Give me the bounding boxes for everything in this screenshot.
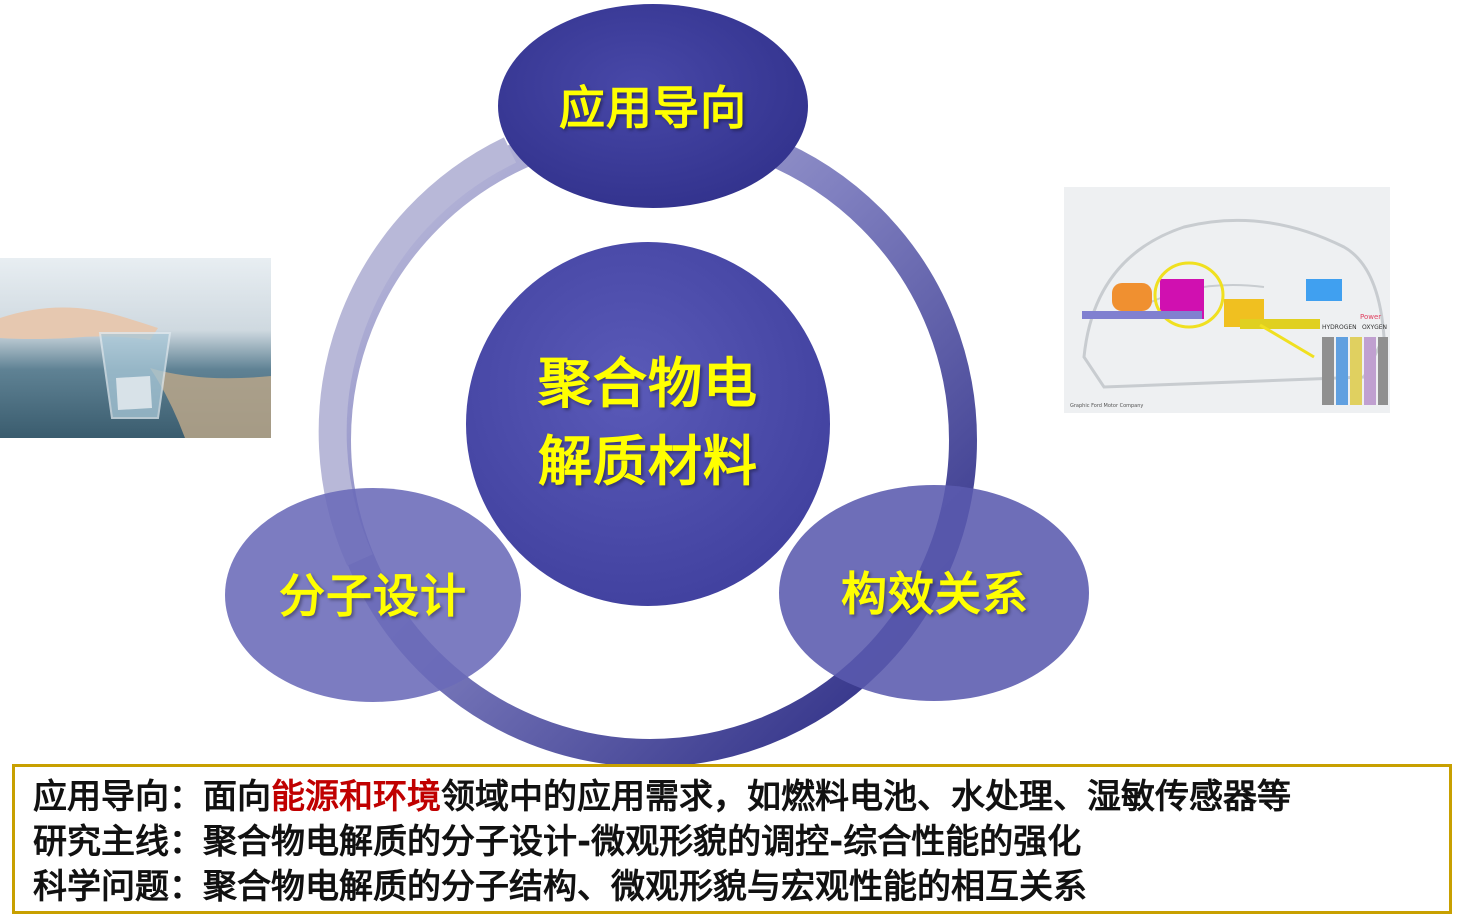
center-label-line1: 聚合物电 xyxy=(538,352,758,415)
water-photo xyxy=(0,258,271,438)
info-line1-highlight: 能源和环境 xyxy=(271,777,441,817)
node-right xyxy=(779,485,1089,701)
fuel-cell-car-photo: HYDROGEN Power OXYGEN Graphic Ford Motor… xyxy=(1064,187,1390,413)
node-top-label: 应用导向 xyxy=(559,81,747,135)
photo-caption: Graphic Ford Motor Company xyxy=(1070,403,1143,409)
info-line1-prefix: 应用导向：面向 xyxy=(33,777,271,817)
center-label: 聚合物电 解质材料 xyxy=(500,345,796,501)
label-oxygen: OXYGEN xyxy=(1362,324,1387,331)
info-line-research: 研究主线：聚合物电解质的分子设计-微观形貌的调控-综合性能的强化 xyxy=(33,822,1082,862)
info-box: 应用导向：面向能源和环境领域中的应用需求，如燃料电池、水处理、湿敏传感器等 研究… xyxy=(12,764,1452,914)
info-line1-suffix: 领域中的应用需求，如燃料电池、水处理、湿敏传感器等 xyxy=(441,777,1291,817)
node-top xyxy=(498,4,808,208)
node-left-label: 分子设计 xyxy=(279,569,467,623)
fuel-cell-car-art: HYDROGEN Power OXYGEN Graphic Ford Motor… xyxy=(1070,218,1388,409)
water-photo-art xyxy=(0,307,271,438)
node-left xyxy=(225,488,521,702)
info-line-science: 科学问题：聚合物电解质的分子结构、微观形貌与宏观性能的相互关系 xyxy=(33,867,1087,907)
info-line-application: 应用导向：面向能源和环境领域中的应用需求，如燃料电池、水处理、湿敏传感器等 xyxy=(33,775,1431,820)
center-label-line2: 解质材料 xyxy=(538,430,758,493)
label-hydrogen: HYDROGEN xyxy=(1322,324,1357,331)
center-circle xyxy=(466,242,830,606)
label-power: Power xyxy=(1360,313,1381,321)
node-right-label: 构效关系 xyxy=(841,567,1029,621)
